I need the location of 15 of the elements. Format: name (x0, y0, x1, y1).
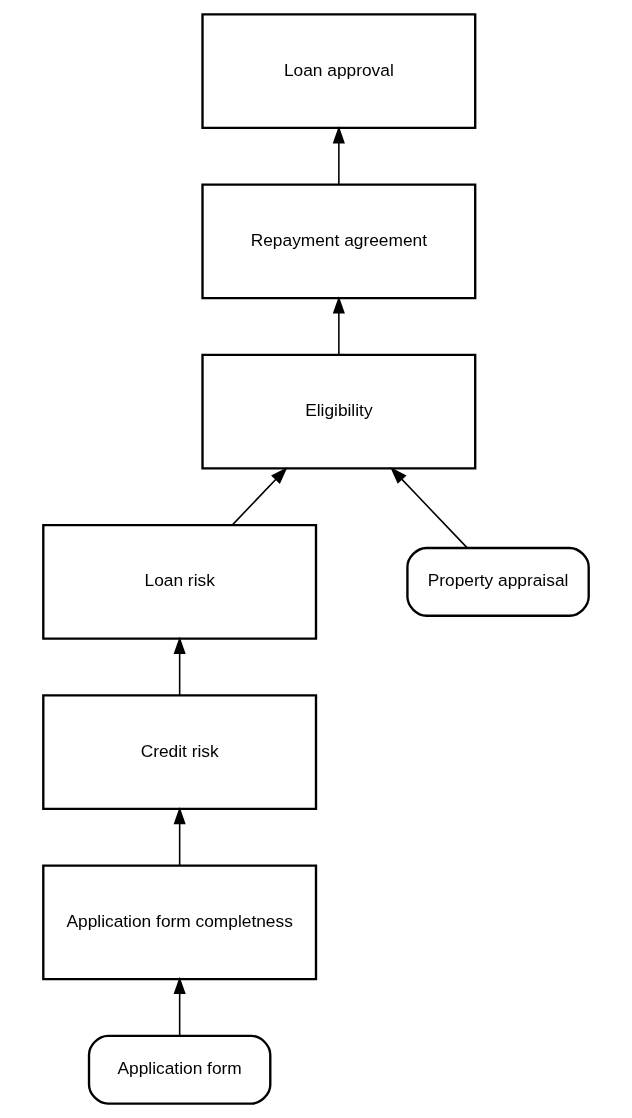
arrow (173, 636, 186, 697)
arrow (332, 296, 345, 356)
node-box: Eligibility (201, 353, 477, 470)
node-box: Loan risk (42, 523, 318, 640)
arrow (173, 976, 186, 1037)
arrow (173, 806, 186, 867)
node-box: Property appraisal (406, 546, 590, 617)
node-box: Application form completness (42, 864, 318, 981)
node-box: Credit risk (42, 694, 318, 810)
node-box: Repayment agreement (201, 183, 477, 300)
arrow (390, 467, 468, 549)
arrow (231, 467, 288, 526)
node-box: Application form (87, 1034, 272, 1105)
node-box: Loan approval (201, 13, 477, 130)
arrow (332, 126, 345, 186)
